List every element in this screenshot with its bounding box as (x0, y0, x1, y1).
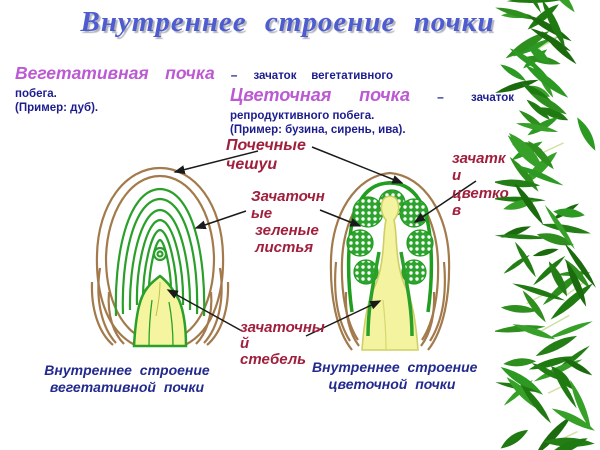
label-rudimentary-stem: зачаточны й стебель (240, 319, 325, 368)
arrow-leaves-left (194, 210, 247, 230)
dash: – (230, 68, 238, 82)
floral-definition: Цветочная почка – зачаток репродуктивног… (230, 84, 514, 137)
arrow-leaves-right (319, 209, 362, 227)
dash: – (437, 90, 444, 104)
right-bud-stem (361, 195, 419, 351)
caption-floral-bud: Внутреннее строение цветочной почки (312, 359, 478, 392)
arrow-stem-right (305, 300, 382, 337)
vegetative-definition-line1: Вегетативная почка – зачаток вегетативно… (15, 62, 393, 87)
label-rudimentary-leaves: Зачаточн ые зеленые листья (251, 188, 325, 256)
floral-line2: репродуктивного побега. (230, 110, 375, 122)
arrow-scales-left (173, 150, 259, 174)
caption-vegetative-bud: Внутреннее строение вегетативной почки (44, 362, 210, 395)
vegetative-bud-drawing (90, 166, 230, 348)
vegetative-term: Вегетативная почка (15, 63, 215, 83)
vegetative-example: (Пример: дуб). (15, 102, 99, 114)
label-bud-scales: Почечные чешуи (226, 137, 306, 174)
vegetative-definition: Вегетативная почка – зачаток вегетативно… (15, 62, 393, 115)
left-bud-stem (132, 274, 188, 348)
left-bud-scales (90, 166, 230, 346)
arrow-scales-right (311, 146, 404, 184)
arrow-flower-rudiments (413, 180, 477, 223)
floral-rest: зачаток (471, 92, 515, 104)
floral-definition-line1: Цветочная почка – зачаток (230, 84, 514, 109)
floral-bud-drawing (329, 171, 451, 351)
vegetative-line2: побега. (15, 88, 57, 100)
vegetative-rest: зачаток вегетативного (253, 70, 394, 82)
floral-example: (Пример: бузина, сирень, ива). (230, 124, 406, 136)
floral-term: Цветочная почка (230, 85, 411, 105)
page-title: Внутреннее строение почки (80, 6, 495, 38)
arrow-stem-left (166, 289, 243, 332)
label-flower-rudiments: зачатк и цветко в (452, 150, 509, 219)
pointer-arrows (166, 146, 477, 337)
left-bud-green-leaves (114, 187, 206, 317)
